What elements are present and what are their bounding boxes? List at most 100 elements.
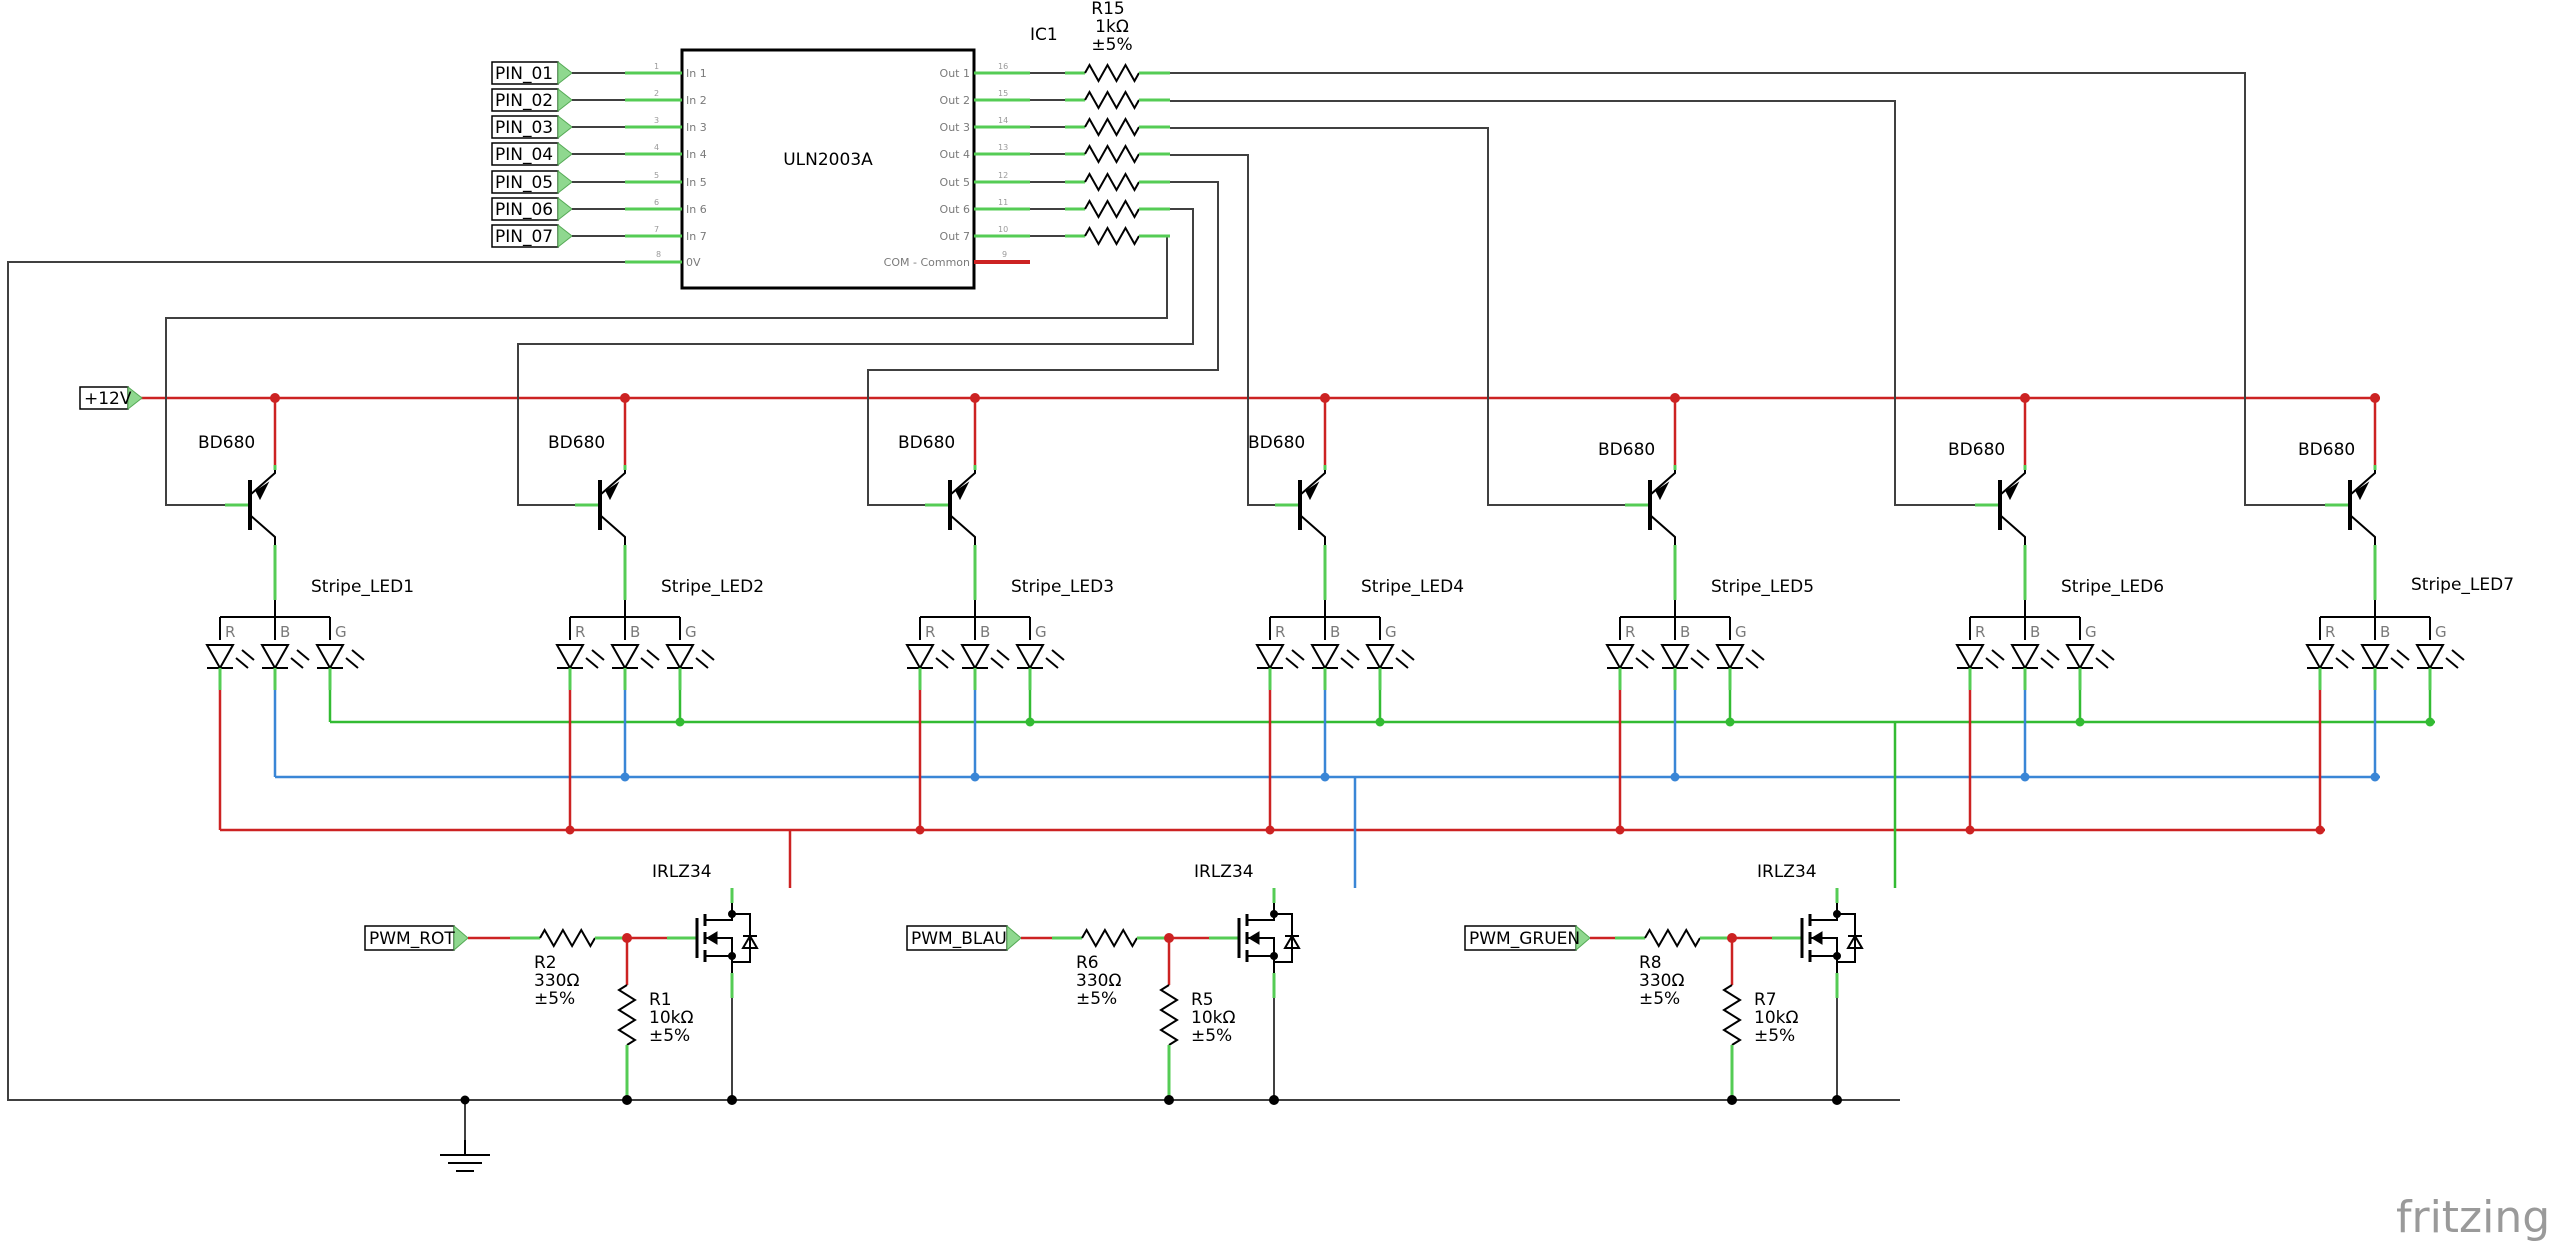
led-pin-label: B — [1680, 623, 1690, 641]
ic-output-pin: 14 — [998, 116, 1008, 125]
input-port: PIN_06 — [491, 196, 625, 222]
top-resistor — [1030, 89, 1170, 111]
ic-input-pin: 7 — [654, 225, 659, 234]
mosfet-label: IRLZ34 — [1757, 862, 1817, 882]
ic-gnd-pin: 8 — [656, 250, 661, 259]
led-pin-label: R — [1975, 623, 1985, 641]
pwm-port-label: PWM_ROT — [369, 929, 455, 949]
transistor-label: BD680 — [1248, 433, 1305, 453]
input-port: PIN_05 — [491, 169, 625, 195]
led-pin-label: R — [925, 623, 935, 641]
supply-port: +12V — [79, 385, 143, 411]
transistor-label: BD680 — [2298, 440, 2355, 460]
input-port-label: PIN_04 — [495, 145, 553, 165]
input-port: PIN_03 — [491, 114, 625, 140]
wires — [7, 72, 2435, 1140]
ic-com-label: COM - Common — [884, 256, 970, 269]
ic-output-pin: 12 — [998, 171, 1008, 180]
led-pin-label: R — [575, 623, 585, 641]
pulldown-resistor-tolerance: ±5% — [649, 1026, 690, 1046]
ic-com-pin: 9 — [1002, 250, 1007, 259]
top-resistor-value: 1kΩ — [1095, 17, 1129, 37]
transistor-label: BD680 — [898, 433, 955, 453]
top-resistor-tolerance: ±5% — [1091, 35, 1132, 55]
pulldown-resistor-tolerance: ±5% — [1191, 1026, 1232, 1046]
input-port: PIN_07 — [491, 223, 625, 249]
ic-designator: IC1 — [1030, 25, 1058, 45]
input-ports: PIN_01PIN_02PIN_03PIN_04PIN_05PIN_06PIN_… — [491, 60, 625, 249]
ic-input-pin: 2 — [654, 89, 659, 98]
ic-input-pin: 6 — [654, 198, 659, 207]
transistor-label: BD680 — [1948, 440, 2005, 460]
ic-output-name: Out 7 — [940, 230, 970, 243]
transistor-label: BD680 — [548, 433, 605, 453]
top-resistor — [1030, 62, 1170, 84]
input-port-label: PIN_07 — [495, 227, 553, 247]
input-port-label: PIN_05 — [495, 173, 553, 193]
transistor-label: BD680 — [198, 433, 255, 453]
input-port-label: PIN_02 — [495, 91, 553, 111]
led-pin-label: G — [1385, 623, 1397, 641]
input-port-label: PIN_06 — [495, 200, 553, 220]
pulldown-resistor-value: 10kΩ — [1191, 1008, 1235, 1028]
pulldown-resistor-value: 10kΩ — [1754, 1008, 1798, 1028]
ic-input-name: In 2 — [686, 94, 707, 107]
ic-output-pin: 16 — [998, 62, 1008, 71]
ic-output-pin: 15 — [998, 89, 1008, 98]
mosfet-label: IRLZ34 — [1194, 862, 1254, 882]
led-pin-label: B — [980, 623, 990, 641]
ic-output-pin: 11 — [998, 198, 1008, 207]
pulldown-resistor-name: R5 — [1191, 990, 1214, 1010]
ic-input-name: In 3 — [686, 121, 707, 134]
ic-input-pin: 4 — [654, 143, 659, 152]
ic-input-pin: 1 — [654, 62, 659, 71]
series-resistor-tolerance: ±5% — [1076, 989, 1117, 1009]
series-resistor-value: 330Ω — [1639, 971, 1684, 991]
stripe-label: Stripe_LED1 — [311, 577, 414, 597]
led-pin-label: R — [2325, 623, 2335, 641]
ic-output-pin: 10 — [998, 225, 1008, 234]
pwm-port-label: PWM_GRUEN — [1469, 929, 1580, 949]
series-resistor-tolerance: ±5% — [534, 989, 575, 1009]
pwm-channels: PWM_ROTR2330Ω±5%R110kΩ±5%IRLZ34PWM_BLAUR… — [364, 862, 1864, 1105]
top-resistor — [1030, 198, 1170, 220]
top-resistor — [1030, 116, 1170, 138]
input-port: PIN_01 — [491, 60, 625, 86]
led-pin-label: R — [1625, 623, 1635, 641]
input-port-label: PIN_01 — [495, 64, 553, 84]
pulldown-resistor-name: R1 — [649, 990, 672, 1010]
stripe-label: Stripe_LED3 — [1011, 577, 1114, 597]
ic-output-name: Out 2 — [940, 94, 970, 107]
transistor-label: BD680 — [1598, 440, 1655, 460]
ic-input-name: In 5 — [686, 176, 707, 189]
ic-output-name: Out 1 — [940, 67, 970, 80]
led-pin-label: G — [685, 623, 697, 641]
led-pin-label: R — [225, 623, 235, 641]
ic-output-name: Out 6 — [940, 203, 970, 216]
led-pin-label: G — [1035, 623, 1047, 641]
led-pin-label: B — [2030, 623, 2040, 641]
ic-output-name: Out 4 — [940, 148, 970, 161]
ic-input-name: In 6 — [686, 203, 707, 216]
series-resistor-value: 330Ω — [534, 971, 579, 991]
ic-output-name: Out 5 — [940, 176, 970, 189]
led-pin-label: G — [1735, 623, 1747, 641]
stripe-label: Stripe_LED4 — [1361, 577, 1464, 597]
ic-gnd-label: 0V — [686, 256, 701, 269]
ic-input-pin: 5 — [654, 171, 659, 180]
fritzing-logo: fritzing — [2396, 1192, 2550, 1243]
stripe-label: Stripe_LED7 — [2411, 575, 2514, 595]
stripe-label: Stripe_LED5 — [1711, 577, 1814, 597]
